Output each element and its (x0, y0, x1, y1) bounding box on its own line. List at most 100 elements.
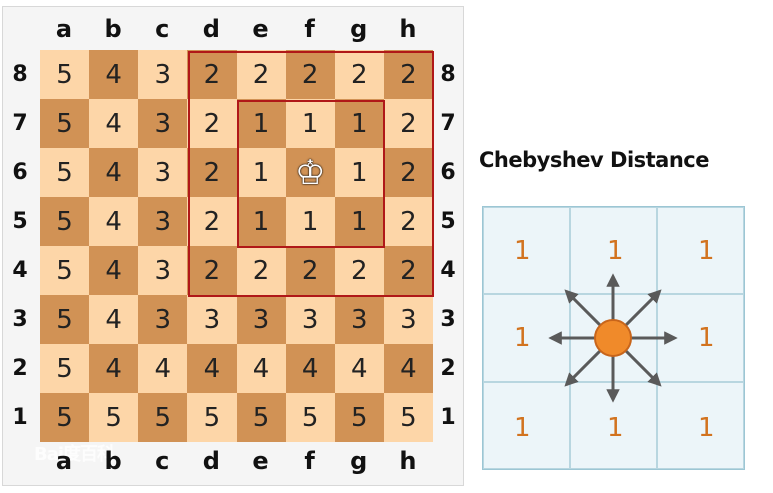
board-square-h1: 5 (383, 393, 433, 442)
distance-value: 2 (203, 255, 221, 286)
board-square-b3: 4 (89, 295, 139, 344)
board-square-c8: 3 (138, 50, 188, 99)
distance-value: 1 (252, 157, 270, 188)
distance-value: 5 (154, 402, 172, 433)
board-square-d8: 2 (187, 50, 237, 99)
board-square-a6: 5 (40, 148, 90, 197)
board-square-f4: 2 (285, 246, 335, 295)
board-square-c6: 3 (138, 148, 188, 197)
chebyshev-value: 1 (698, 323, 715, 354)
distance-value: 3 (400, 304, 417, 335)
board-square-b7: 4 (89, 99, 139, 148)
board-square-c7: 3 (138, 99, 188, 148)
board-square-f1: 5 (285, 393, 335, 442)
distance-value: 5 (56, 402, 73, 433)
chebyshev-cell: 1 (657, 381, 744, 469)
board-square-g5: 1 (334, 197, 384, 246)
distance-value: 1 (351, 108, 368, 139)
board-square-b2: 4 (89, 344, 139, 393)
distance-value: 3 (154, 304, 172, 335)
distance-value: 4 (154, 353, 172, 384)
distance-value: 4 (301, 353, 319, 384)
rank-label-5: 5 (12, 209, 28, 234)
board-square-a4: 5 (40, 246, 90, 295)
board-square-d1: 5 (187, 393, 237, 442)
board-square-e3: 3 (236, 295, 286, 344)
distance-value: 3 (154, 59, 172, 90)
board-square-f5: 1 (285, 197, 335, 246)
board-square-d5: 2 (187, 197, 237, 246)
distance-value: 5 (56, 108, 73, 139)
distance-value: 2 (301, 255, 319, 286)
board-square-f3: 3 (285, 295, 335, 344)
board-square-e2: 4 (236, 344, 286, 393)
distance-value: 2 (252, 59, 270, 90)
baidu-watermark: Bai度百科 (30, 428, 150, 468)
distance-value: 1 (252, 206, 270, 237)
board-square-c3: 3 (138, 295, 188, 344)
distance-value: 3 (154, 255, 172, 286)
distance-value: 5 (203, 402, 221, 433)
distance-value: 3 (351, 304, 368, 335)
rank-label-2: 2 (12, 356, 28, 381)
board-square-b4: 4 (89, 246, 139, 295)
distance-value: 4 (105, 255, 122, 286)
file-label-c: c (155, 15, 170, 43)
distance-value: 2 (252, 255, 270, 286)
file-label-b: b (104, 447, 122, 475)
board-square-e8: 2 (236, 50, 286, 99)
direction-arrow-icon (564, 289, 602, 327)
direction-arrow-icon (624, 349, 662, 387)
board-square-h5: 2 (383, 197, 433, 246)
distance-value: 2 (400, 157, 417, 188)
chebyshev-value: 1 (698, 236, 715, 266)
distance-value: 5 (56, 304, 73, 335)
distance-value: 1 (351, 157, 368, 188)
board-square-g2: 4 (334, 344, 384, 393)
rank-label-3: 3 (440, 307, 456, 332)
direction-arrow-icon (624, 289, 662, 327)
distance-value: 3 (154, 108, 172, 139)
watermark-text: Bai度百科 (34, 444, 115, 465)
distance-value: 5 (351, 402, 368, 433)
distance-value: 5 (105, 402, 122, 433)
rank-label-8: 8 (440, 62, 456, 87)
chebyshev-value: 1 (698, 412, 715, 443)
rank-label-3: 3 (12, 307, 28, 332)
board-square-d2: 4 (187, 344, 237, 393)
distance-value: 1 (252, 108, 270, 139)
direction-arrow-icon (564, 349, 602, 387)
board-square-e4: 2 (236, 246, 286, 295)
distance-value: 3 (154, 206, 172, 237)
board-square-a1: 5 (40, 393, 90, 442)
distance-value: 1 (351, 206, 368, 237)
board-square-d7: 2 (187, 99, 237, 148)
chebyshev-value: 1 (514, 412, 531, 443)
distance-value: 4 (351, 353, 368, 384)
distance-value: 2 (203, 157, 221, 188)
distance-value: 3 (203, 304, 221, 335)
distance-value: 2 (203, 206, 221, 237)
board-square-d4: 2 (187, 246, 237, 295)
board-square-e7: 1 (236, 99, 286, 148)
board-square-a3: 5 (40, 295, 90, 344)
file-label-a: a (55, 447, 73, 475)
board-square-f8: 2 (285, 50, 335, 99)
file-label-c: c (155, 447, 170, 475)
chebyshev-cell: 1 (483, 381, 570, 469)
board-square-f6: ♔ (285, 148, 335, 197)
distance-value: 5 (56, 255, 73, 286)
board-square-h2: 4 (383, 344, 433, 393)
rank-label-6: 6 (440, 160, 456, 185)
board-square-f7: 1 (285, 99, 335, 148)
file-label-e: e (252, 447, 269, 475)
chebyshev-title: Chebyshev Distance (479, 148, 710, 172)
board-square-c4: 3 (138, 246, 188, 295)
distance-value: 4 (105, 304, 122, 335)
chebyshev-value: 1 (514, 236, 531, 266)
board-square-d3: 3 (187, 295, 237, 344)
file-label-f: f (304, 15, 315, 43)
file-label-a: a (55, 15, 73, 43)
distance-value: 3 (154, 157, 172, 188)
board-square-g1: 5 (334, 393, 384, 442)
